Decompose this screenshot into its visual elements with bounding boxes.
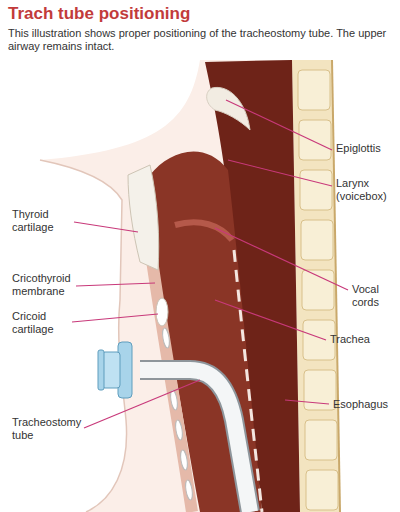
vertebra bbox=[301, 220, 333, 260]
vertebra bbox=[300, 170, 332, 210]
vocal-cord-shape bbox=[175, 222, 232, 240]
part-label: Cricothyroid membrane bbox=[12, 272, 92, 298]
tracheal-ring bbox=[179, 450, 188, 471]
part-label: Trachea bbox=[330, 333, 390, 346]
leader-line bbox=[215, 228, 348, 290]
vertebra bbox=[298, 70, 330, 110]
airway bbox=[128, 60, 300, 512]
tracheal-ring bbox=[174, 420, 183, 441]
tube-outline bbox=[140, 370, 250, 512]
spine-column bbox=[292, 60, 340, 512]
vertebra bbox=[306, 470, 338, 510]
part-label: Epiglottis bbox=[336, 142, 396, 155]
part-label: Larynx (voicebox) bbox=[336, 177, 394, 203]
vertebra bbox=[304, 370, 336, 410]
leader-line bbox=[215, 300, 326, 340]
part-label: Vocal cords bbox=[352, 283, 396, 309]
tube-body bbox=[140, 370, 250, 512]
skin-contour bbox=[40, 160, 127, 512]
part-label: Tracheostomy tube bbox=[12, 416, 92, 442]
neck-skin bbox=[40, 60, 300, 512]
leader-line bbox=[84, 380, 200, 428]
leader-line bbox=[228, 160, 332, 186]
skin-area bbox=[40, 60, 300, 512]
leader-line bbox=[226, 100, 332, 150]
part-label: Esophagus bbox=[333, 398, 395, 411]
part-label: Thyroid cartilage bbox=[12, 208, 72, 234]
tracheal-ring bbox=[161, 328, 170, 349]
caption: This illustration shows proper positioni… bbox=[8, 27, 388, 53]
tube-hub bbox=[102, 352, 120, 388]
spine bbox=[292, 60, 340, 512]
leader-line bbox=[76, 283, 155, 286]
leader-line bbox=[72, 314, 158, 322]
tube-hub-rim bbox=[98, 350, 104, 390]
cricoid-cartilage bbox=[156, 298, 168, 326]
vertebra bbox=[299, 120, 331, 160]
thyroid-cartilage bbox=[128, 165, 159, 270]
tracheal-ring bbox=[184, 480, 193, 501]
part-label: Cricoid cartilage bbox=[12, 310, 72, 336]
vertebra bbox=[305, 420, 337, 460]
leader-lines bbox=[72, 100, 348, 428]
leader-line bbox=[285, 400, 329, 404]
title: Trach tube positioning bbox=[8, 4, 190, 24]
tracheal-ring bbox=[169, 390, 178, 411]
tracheostomy-tube bbox=[98, 342, 250, 512]
leader-line bbox=[74, 222, 138, 232]
